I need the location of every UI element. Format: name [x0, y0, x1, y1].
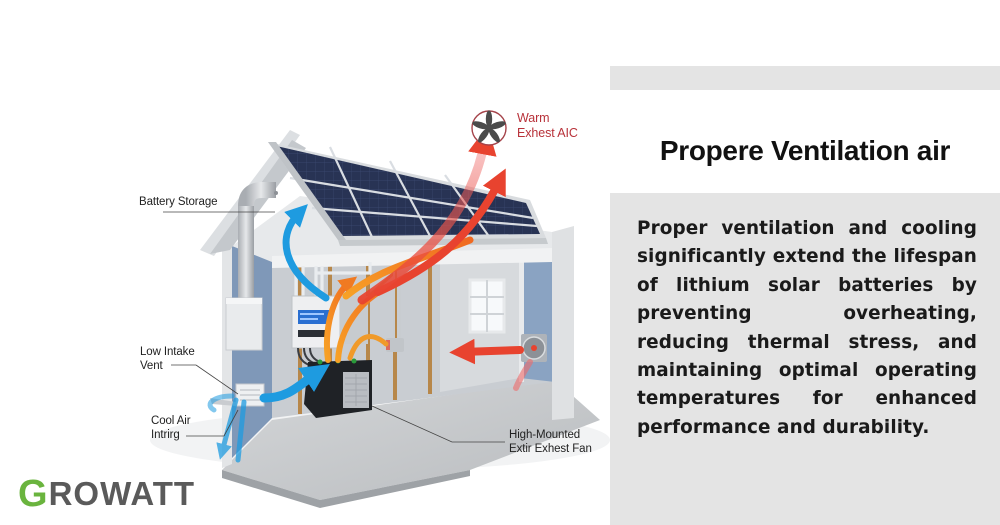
low-intake-label-line2: Vent	[140, 360, 163, 372]
exhaust-fan-icon	[471, 110, 507, 146]
high-mounted-label-line2: Extir Exhest Fan	[509, 443, 592, 455]
cool-air-intake-label: Cool Air Intrirg	[151, 414, 191, 442]
low-intake-vent-label: Low Intake Vent	[140, 345, 195, 373]
warm-exhaust-label: Warm Exhest AIC	[517, 111, 578, 141]
page-title: Propere Ventilation air	[659, 134, 951, 166]
cool-air-label-line1: Cool Air	[151, 415, 191, 427]
high-mounted-fan-label: High-Mounted Extir Exhest Fan	[509, 428, 592, 456]
logo-initial: G	[18, 472, 49, 515]
title-area: Propere Ventilation air	[610, 90, 1000, 193]
cool-air-label-line2: Intrirg	[151, 429, 180, 441]
battery-storage-label: Battery Storage	[139, 196, 218, 208]
warm-exhaust-label-line2: Exhest AIC	[517, 126, 578, 140]
low-intake-label-line1: Low Intake	[140, 346, 195, 358]
body-panel: Proper ventilation and cooling significa…	[610, 193, 1000, 525]
header-accent-band	[610, 66, 1000, 90]
warm-exhaust-label-line1: Warm	[517, 111, 550, 125]
body-paragraph: Proper ventilation and cooling significa…	[637, 218, 977, 438]
leader-lines	[163, 211, 505, 443]
warm-air-arrows	[357, 125, 533, 391]
ventilation-illustration: Warm Exhest AIC Battery Storage Low Inta…	[18, 110, 610, 515]
house-cutaway-diagram	[150, 110, 610, 508]
logo-wordmark: ROWATT	[48, 475, 196, 512]
high-mounted-label-line1: High-Mounted	[509, 429, 581, 441]
